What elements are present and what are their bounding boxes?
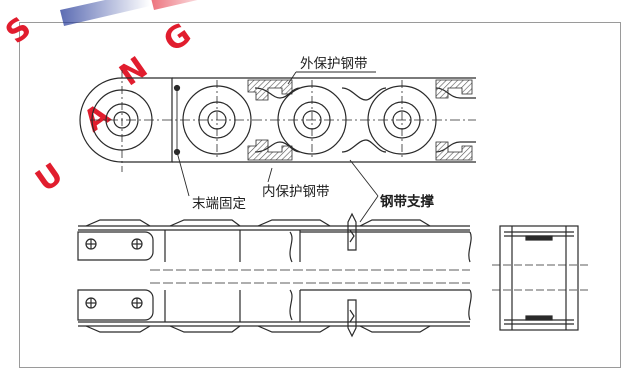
band-support-clip bbox=[347, 212, 357, 251]
band-support-clip bbox=[347, 299, 357, 338]
watermark-logo: S U A N G bbox=[0, 0, 198, 200]
leader-end-fixing bbox=[176, 151, 190, 197]
top-view bbox=[79, 70, 476, 172]
watermark-letter: S bbox=[0, 10, 38, 51]
end-bracket bbox=[79, 77, 173, 163]
watermark-letter: U bbox=[30, 157, 70, 200]
end-plate bbox=[77, 289, 154, 321]
break-line bbox=[289, 289, 293, 321]
end-view-frame bbox=[499, 225, 579, 331]
leader-lines bbox=[176, 71, 379, 223]
label-outer-steel-band: 外保护钢带 bbox=[300, 56, 368, 72]
label-band-support: 钢带支撑 bbox=[380, 193, 434, 210]
band-section-hatch bbox=[247, 79, 473, 161]
break-line bbox=[289, 231, 293, 263]
watermark-stripe-blue bbox=[60, 0, 150, 26]
end-plate bbox=[77, 231, 154, 261]
label-inner-steel-band: 内保护钢带 bbox=[262, 184, 330, 200]
watermark-letter: G bbox=[158, 16, 198, 59]
watermark-stripe-red bbox=[151, 0, 198, 10]
leader-inner-band bbox=[267, 167, 273, 183]
end-view bbox=[492, 225, 588, 331]
side-view-lower bbox=[77, 282, 472, 338]
link-plate-profile bbox=[341, 87, 387, 153]
link-joint bbox=[164, 230, 301, 262]
link-joint bbox=[164, 290, 301, 322]
label-end-fixing: 末端固定 bbox=[192, 196, 246, 212]
leader-band-support bbox=[349, 159, 379, 197]
chain-links bbox=[85, 219, 431, 227]
watermark-letter: N bbox=[114, 50, 155, 93]
drawing-frame bbox=[19, 22, 621, 368]
chain-links bbox=[85, 325, 431, 333]
side-view-upper bbox=[77, 212, 472, 271]
